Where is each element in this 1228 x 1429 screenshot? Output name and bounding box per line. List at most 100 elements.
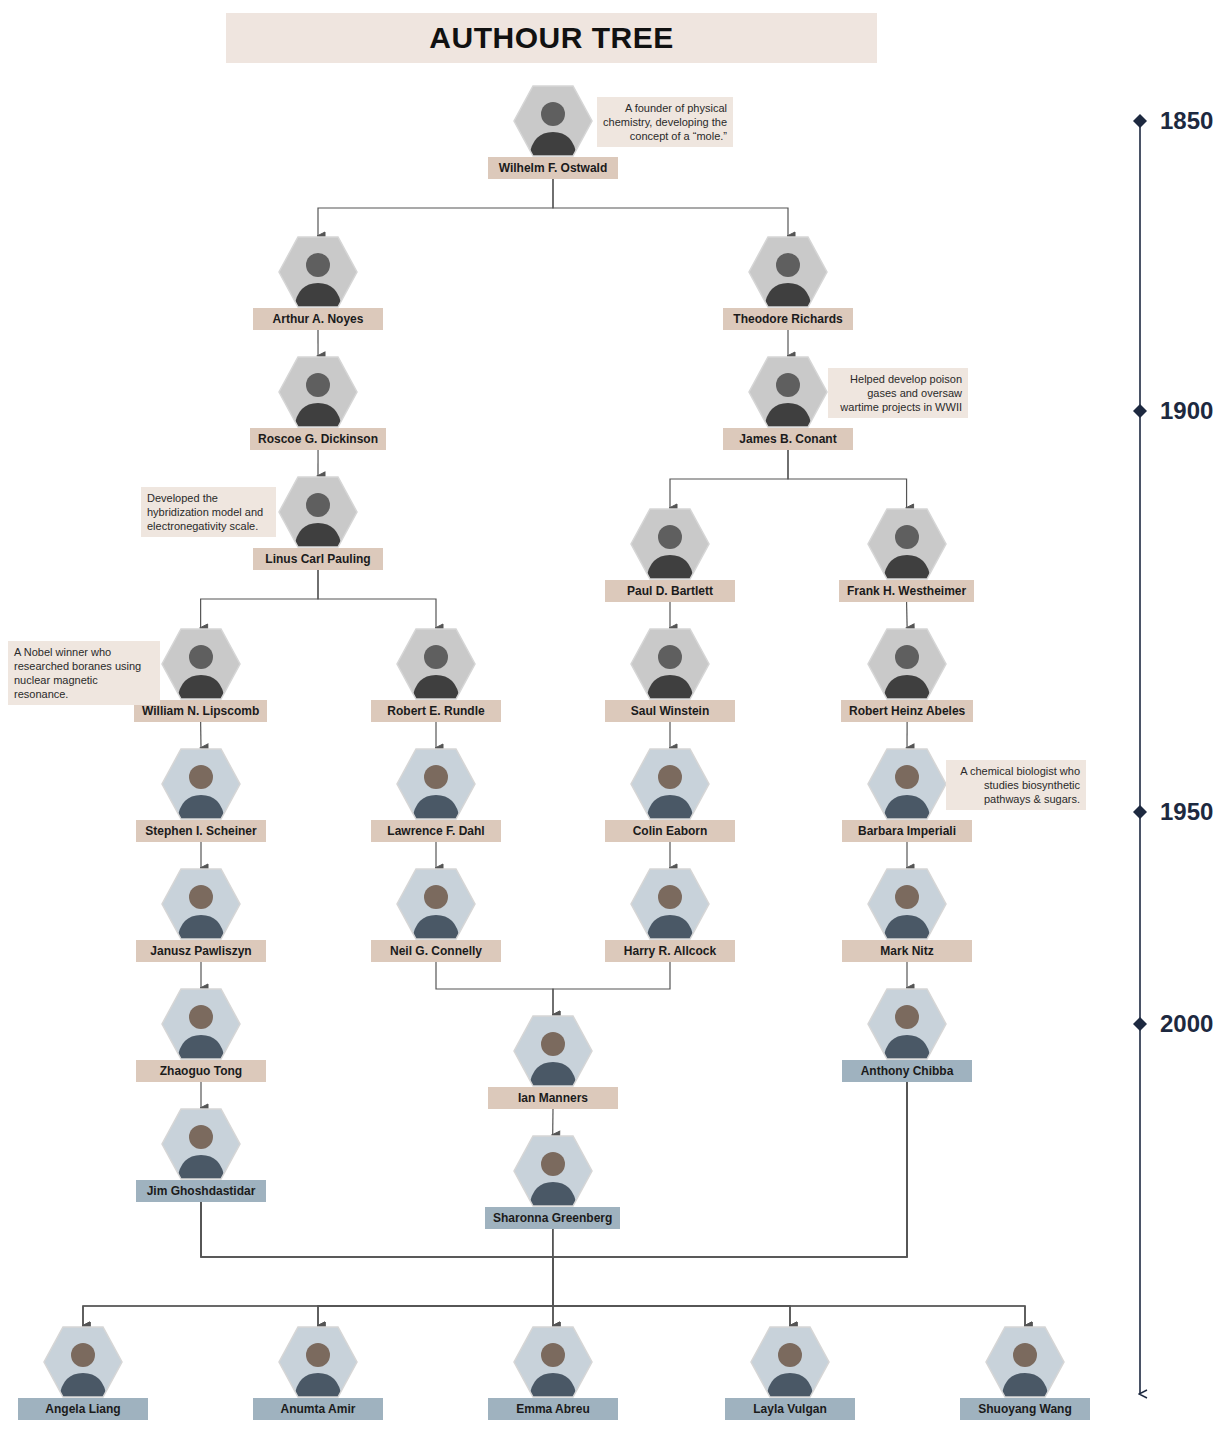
- tree-connector: [317, 330, 318, 356]
- tree-connector: [200, 722, 202, 748]
- tree-connector: [552, 1109, 554, 1135]
- tree-connector: [553, 1229, 790, 1326]
- portrait-hexagon: [43, 1326, 123, 1398]
- portrait-outline: [868, 749, 946, 819]
- name-label: Neil G. Connelly: [371, 940, 501, 962]
- tree-connector: [200, 962, 201, 988]
- year-label: 1950: [1160, 798, 1213, 826]
- portrait-shoulders: [646, 915, 694, 940]
- portrait-head: [424, 885, 448, 909]
- portrait-outline: [631, 869, 709, 939]
- name-label: Wilhelm F. Ostwald: [488, 157, 618, 179]
- portrait-hexagon: [161, 748, 241, 820]
- portrait-shoulders: [883, 915, 931, 940]
- name-label: Layla Vulgan: [725, 1398, 855, 1420]
- portrait-hexagon: [513, 1015, 593, 1087]
- portrait-hexagon: [278, 1326, 358, 1398]
- note-callout: A Nobel winner who researched boranes us…: [8, 641, 160, 705]
- name-label: Robert Heinz Abeles: [841, 700, 973, 722]
- timeline-diamond: [1133, 114, 1147, 128]
- portrait-shoulders: [766, 1373, 814, 1398]
- portrait-outline: [986, 1327, 1064, 1397]
- note-callout: Helped develop poison gases and oversaw …: [828, 368, 968, 418]
- portrait-hexagon: [630, 628, 710, 700]
- name-label: Janusz Pawliszyn: [136, 940, 266, 962]
- name-label: Colin Eaborn: [605, 820, 735, 842]
- portrait-head: [541, 1032, 565, 1056]
- portrait-outline: [868, 629, 946, 699]
- portrait-shoulders: [177, 675, 225, 700]
- name-label: Roscoe G. Dickinson: [250, 428, 386, 450]
- name-label: Sharonna Greenberg: [485, 1207, 620, 1229]
- portrait-shoulders: [646, 795, 694, 820]
- note-callout: A founder of physical chemistry, develop…: [597, 97, 733, 147]
- portrait-shoulders: [412, 795, 460, 820]
- portrait-hexagon: [278, 356, 358, 428]
- portrait-hexagon: [513, 1135, 593, 1207]
- note-callout: Developed the hybridization model and el…: [141, 487, 276, 537]
- tree-connector: [435, 722, 436, 748]
- portrait-outline: [162, 749, 240, 819]
- portrait-hexagon: [867, 628, 947, 700]
- person-node: Jim Ghoshdastidar: [136, 1108, 266, 1202]
- portrait-outline: [749, 237, 827, 307]
- portrait-head: [658, 885, 682, 909]
- portrait-outline: [631, 749, 709, 819]
- timeline-diamond: [1133, 1017, 1147, 1031]
- portrait-head: [306, 253, 330, 277]
- tree-connector: [553, 1082, 907, 1326]
- portrait-shoulders: [412, 915, 460, 940]
- portrait-shoulders: [883, 1035, 931, 1060]
- portrait-head: [189, 765, 213, 789]
- person-node: Emma Abreu: [488, 1326, 618, 1420]
- portrait-head: [71, 1343, 95, 1367]
- year-label: 1850: [1160, 107, 1213, 135]
- portrait-hexagon: [278, 236, 358, 308]
- person-node: Harry R. Allcock: [605, 868, 735, 962]
- portrait-outline: [751, 1327, 829, 1397]
- portrait-head: [541, 1343, 565, 1367]
- tree-connector: [670, 450, 788, 508]
- portrait-head: [189, 645, 213, 669]
- name-label: Lawrence F. Dahl: [371, 820, 501, 842]
- portrait-hexagon: [630, 508, 710, 580]
- portrait-outline: [279, 477, 357, 547]
- name-label: Zhaoguo Tong: [136, 1060, 266, 1082]
- portrait-shoulders: [177, 795, 225, 820]
- tree-connector: [553, 1082, 907, 1326]
- portrait-outline: [868, 989, 946, 1059]
- portrait-outline: [162, 989, 240, 1059]
- tree-connector: [83, 1082, 907, 1326]
- portrait-hexagon: [867, 868, 947, 940]
- tree-connector: [200, 1082, 201, 1108]
- tree-connector: [906, 842, 907, 868]
- diagram-title: AUTHOUR TREE: [226, 13, 877, 63]
- portrait-head: [541, 1152, 565, 1176]
- portrait-hexagon: [985, 1326, 1065, 1398]
- portrait-head: [189, 1005, 213, 1029]
- portrait-shoulders: [764, 403, 812, 428]
- person-node: Colin Eaborn: [605, 748, 735, 842]
- year-label: 2000: [1160, 1010, 1213, 1038]
- portrait-hexagon: [748, 356, 828, 428]
- portrait-hexagon: [630, 748, 710, 820]
- portrait-head: [189, 885, 213, 909]
- portrait-head: [776, 253, 800, 277]
- portrait-outline: [514, 1016, 592, 1086]
- portrait-shoulders: [883, 675, 931, 700]
- name-label: Harry R. Allcock: [605, 940, 735, 962]
- person-node: Saul Winstein: [605, 628, 735, 722]
- name-label: Jim Ghoshdastidar: [136, 1180, 266, 1202]
- portrait-shoulders: [177, 1155, 225, 1180]
- portrait-shoulders: [529, 1062, 577, 1087]
- portrait-hexagon: [630, 868, 710, 940]
- name-label: Barbara Imperiali: [842, 820, 972, 842]
- person-node: Robert E. Rundle: [371, 628, 501, 722]
- portrait-head: [895, 765, 919, 789]
- portrait-head: [895, 645, 919, 669]
- portrait-hexagon: [750, 1326, 830, 1398]
- portrait-shoulders: [646, 555, 694, 580]
- name-label: Linus Carl Pauling: [253, 548, 383, 570]
- portrait-head: [306, 1343, 330, 1367]
